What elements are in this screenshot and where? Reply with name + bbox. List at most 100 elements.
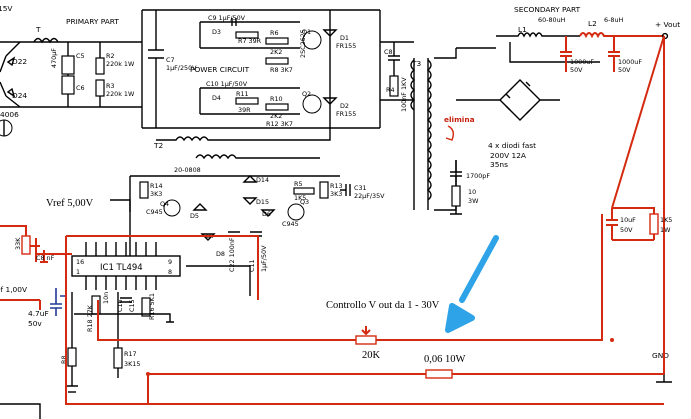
resistor-r14 <box>139 181 149 199</box>
c11-label: C11 <box>248 259 256 272</box>
r6-label: R6 <box>270 29 279 37</box>
resistor-r7 <box>235 31 259 39</box>
r1k5-power: 1W <box>660 226 671 234</box>
blue-annotation-arrow <box>445 235 499 333</box>
cap-a-value: 1000uF <box>570 58 594 66</box>
r10-snub-label: 10 <box>468 188 476 196</box>
resistor-r13 <box>319 181 329 199</box>
d-part-label: 4006 <box>0 110 19 119</box>
r3-label: R3 <box>106 82 115 90</box>
d22-label: D22 <box>12 57 27 66</box>
cap-c16 <box>120 297 132 303</box>
c31-value: 22µF/35V <box>354 192 385 200</box>
c8nf-label: C8 nF <box>36 254 55 262</box>
l1-label: L1 <box>518 25 527 34</box>
q3-label: Q3 <box>300 198 309 206</box>
r14-value: 3K3 <box>150 190 162 198</box>
r10-label: R10 <box>270 95 283 103</box>
d2-label: D2 <box>340 102 349 110</box>
inductor-l2 <box>579 32 664 39</box>
ic1-label: IC1 TL494 <box>100 263 143 273</box>
cap-c9 <box>231 18 237 26</box>
resistor-10-3w <box>451 185 461 207</box>
resistor-r3 <box>95 79 105 97</box>
r13-label: R13 <box>330 182 343 190</box>
resistor-left-red <box>21 235 31 255</box>
bridge-desc-3: 35ns <box>490 160 508 169</box>
d24-label: D24 <box>12 91 27 100</box>
inductor-l1 <box>496 32 580 38</box>
elimina-label: elimina <box>444 115 475 124</box>
ac-source-symbol <box>0 119 13 137</box>
cap-4-7uf-volt: 50v <box>28 319 42 328</box>
diode-d5 <box>192 203 208 211</box>
r18-label: R18 27K <box>86 304 94 332</box>
r11-label: R11 <box>236 90 249 98</box>
r16-label: R16 5K1 <box>148 293 156 320</box>
resistor-r2 <box>95 57 105 75</box>
r7-value: R7 39R <box>238 37 262 45</box>
q2-label: Q2 <box>302 90 311 98</box>
bridge-desc-2: 200V 12A <box>490 151 526 160</box>
c10uf-volt: 50V <box>620 226 633 234</box>
cap-4-7uf-label: 4.7uF <box>28 309 49 318</box>
d3-label: D3 <box>212 28 221 36</box>
ic-pin8: 8 <box>168 268 172 276</box>
d1-part: FR155 <box>336 42 356 50</box>
ic-pin9: 9 <box>168 258 172 266</box>
transistor-q2 <box>302 94 322 114</box>
resistor-r8-left <box>67 347 77 367</box>
primary-section: PRIMARY PART 15V T D22 D24 4006 C5 C6 47… <box>0 4 414 137</box>
primary-rails <box>0 41 142 108</box>
r10-snub-power: 3W <box>468 197 479 205</box>
c5-label: C5 <box>76 52 85 60</box>
q4-part: C945 <box>146 208 163 216</box>
r11-value: 39R <box>238 106 251 114</box>
secondary-part-label: SECONDARY PART <box>514 5 581 14</box>
r5-value: 1K5 <box>294 194 306 202</box>
transistor-q4 <box>163 199 181 217</box>
t3-label: T3 <box>411 59 422 68</box>
feedback-wiring: 33K C8 nF ef 1,00V 4.7uF 50v 20K Control… <box>0 214 664 405</box>
cap-b-value: 1000uF <box>618 58 642 66</box>
c10uf-label: 10uF <box>620 216 636 224</box>
r5-label: R5 <box>294 180 303 188</box>
r12-label: R12 3K7 <box>266 120 293 128</box>
ic-pin1: 1 <box>76 268 80 276</box>
cap-c8 <box>388 42 400 76</box>
elimina-mark: elimina <box>444 115 475 141</box>
c22-label: C22 100nF <box>228 237 236 272</box>
diode-d2 <box>322 97 338 105</box>
inductor-t-label: T <box>35 25 41 34</box>
d2-part: FR155 <box>336 110 356 118</box>
elimina-arrow <box>445 125 455 141</box>
cap-a-volt: 50V <box>570 66 583 74</box>
r2-label: R2 <box>106 52 115 60</box>
c8-value: 100nF 1KV <box>400 77 408 112</box>
diode-d6 <box>260 209 276 217</box>
r2-value: 220k 1W <box>106 60 135 68</box>
c7-label: C7 <box>166 56 175 64</box>
transistor-q1 <box>302 30 322 50</box>
resistor-left-red-label: 33K <box>14 237 22 250</box>
input-voltage-label: 15V <box>0 4 12 13</box>
power-circuit-frame <box>141 9 381 129</box>
power-circuit-label: POWER CIRCUIT <box>190 65 250 74</box>
snubber: 1700pF 10 3W <box>450 160 490 215</box>
vref-1v-label: ef 1,00V <box>0 285 27 294</box>
t2-part: 20-0808 <box>174 166 201 174</box>
vref-label: Vref 5,00V <box>46 198 94 209</box>
q3-part: C945 <box>282 220 299 228</box>
pot-caption: Controllo V out da 1 - 30V <box>326 300 440 311</box>
q1-part: 2SC2625 <box>299 29 307 58</box>
c10-label: C10 1µF/50V <box>206 80 248 88</box>
r8-left-label: R8 <box>60 355 68 364</box>
d15-label: D15 <box>256 198 269 206</box>
pot-20k-label: 20K <box>362 350 381 361</box>
gnd-symbol <box>656 374 672 383</box>
diode-d15 <box>242 197 258 205</box>
cap-c8nf <box>40 250 48 263</box>
resistor-r16 <box>141 297 151 317</box>
d14-label: D14 <box>256 176 269 184</box>
